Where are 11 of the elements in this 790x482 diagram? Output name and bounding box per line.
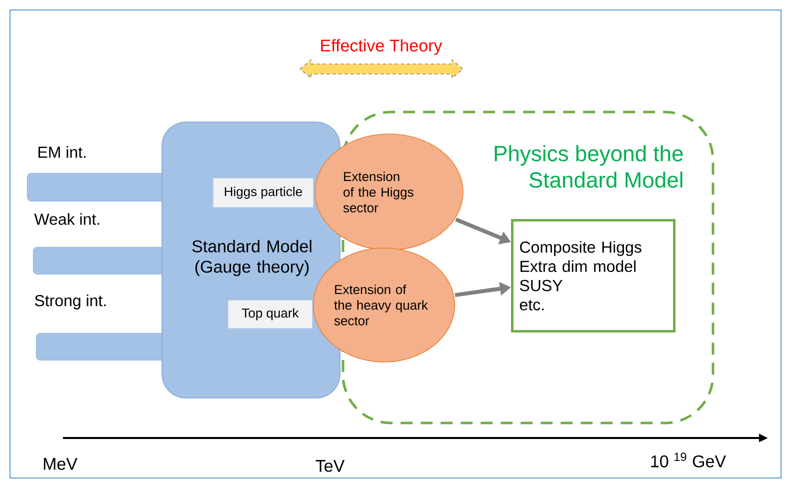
label-box: Top quark [228,300,312,328]
interaction-label: EM int. [38,146,86,158]
interaction-label: Strong int. [34,294,106,310]
axis-label: TeV [316,460,345,472]
list-box: Composite Higgs Extra dim model SUSY etc. [511,219,676,332]
axis-label: 10 $^{19}$ GeV [651,452,726,468]
region-heading: Physics beyond the Standard Model [494,145,683,188]
label-box: Higgs particle [213,178,314,208]
axis-label: MeV [44,458,78,470]
theory-label: Effective Theory [321,39,442,55]
interaction-label: Weak int. [34,213,100,225]
